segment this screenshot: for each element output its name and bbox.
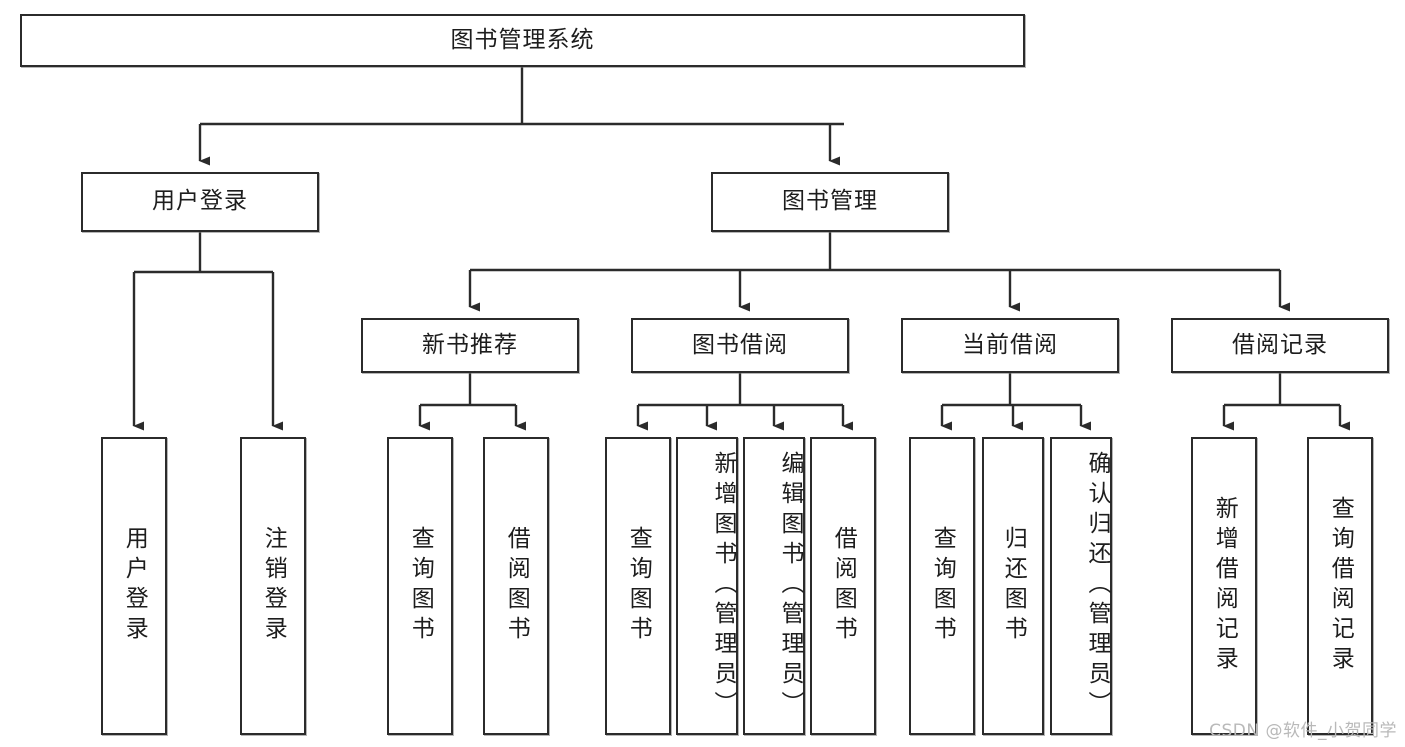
node-leaf-query-book-current[interactable]: 查询图书 [909,437,975,735]
node-leaf-return-book[interactable]: 归还图书 [982,437,1044,735]
node-leaf-query-borrow-record-label: 查询借阅记录 [1327,496,1354,676]
node-leaf-logout-label: 注销登录 [260,526,287,646]
node-leaf-confirm-return-admin[interactable]: 确认归还（管理员） [1050,437,1112,735]
node-book-borrow-label: 图书借阅 [692,331,788,358]
node-root-label: 图书管理系统 [450,26,595,53]
node-leaf-edit-book-admin[interactable]: 编辑图书（管理员） [743,437,805,735]
node-leaf-add-book-admin[interactable]: 新增图书（管理员） [676,437,738,735]
node-book-borrow[interactable]: 图书借阅 [631,318,849,373]
node-new-book-recommend-label: 新书推荐 [422,331,518,358]
node-leaf-edit-book-admin-label: 编辑图书（管理员） [777,451,803,721]
node-leaf-borrow-book-label: 借阅图书 [830,526,857,646]
node-user-login-label: 用户登录 [152,188,248,215]
node-root[interactable]: 图书管理系统 [20,14,1025,67]
watermark: CSDN @软件_小贺同学 [1209,721,1397,741]
node-book-manage-label: 图书管理 [782,188,878,215]
node-leaf-query-book-current-label: 查询图书 [929,526,956,646]
node-borrow-record[interactable]: 借阅记录 [1171,318,1389,373]
node-leaf-add-book-admin-label: 新增图书（管理员） [710,451,736,721]
node-borrow-record-label: 借阅记录 [1232,331,1328,358]
node-leaf-query-borrow-record[interactable]: 查询借阅记录 [1307,437,1373,735]
node-leaf-user-login-label: 用户登录 [121,526,148,646]
node-leaf-borrow-book-recommend-label: 借阅图书 [503,526,530,646]
node-leaf-query-book-recommend-label: 查询图书 [407,526,434,646]
node-leaf-logout[interactable]: 注销登录 [240,437,306,735]
node-leaf-borrow-book-recommend[interactable]: 借阅图书 [483,437,549,735]
node-new-book-recommend[interactable]: 新书推荐 [361,318,579,373]
node-leaf-add-borrow-record[interactable]: 新增借阅记录 [1191,437,1257,735]
node-user-login[interactable]: 用户登录 [81,172,319,232]
node-leaf-query-book-recommend[interactable]: 查询图书 [387,437,453,735]
node-current-borrow[interactable]: 当前借阅 [901,318,1119,373]
node-book-manage[interactable]: 图书管理 [711,172,949,232]
node-leaf-add-borrow-record-label: 新增借阅记录 [1211,496,1238,676]
node-leaf-query-book-borrow[interactable]: 查询图书 [605,437,671,735]
node-leaf-query-book-borrow-label: 查询图书 [625,526,652,646]
node-current-borrow-label: 当前借阅 [962,331,1058,358]
node-leaf-return-book-label: 归还图书 [1000,526,1027,646]
node-leaf-confirm-return-admin-label: 确认归还（管理员） [1084,451,1110,721]
node-leaf-user-login[interactable]: 用户登录 [101,437,167,735]
node-leaf-borrow-book[interactable]: 借阅图书 [810,437,876,735]
